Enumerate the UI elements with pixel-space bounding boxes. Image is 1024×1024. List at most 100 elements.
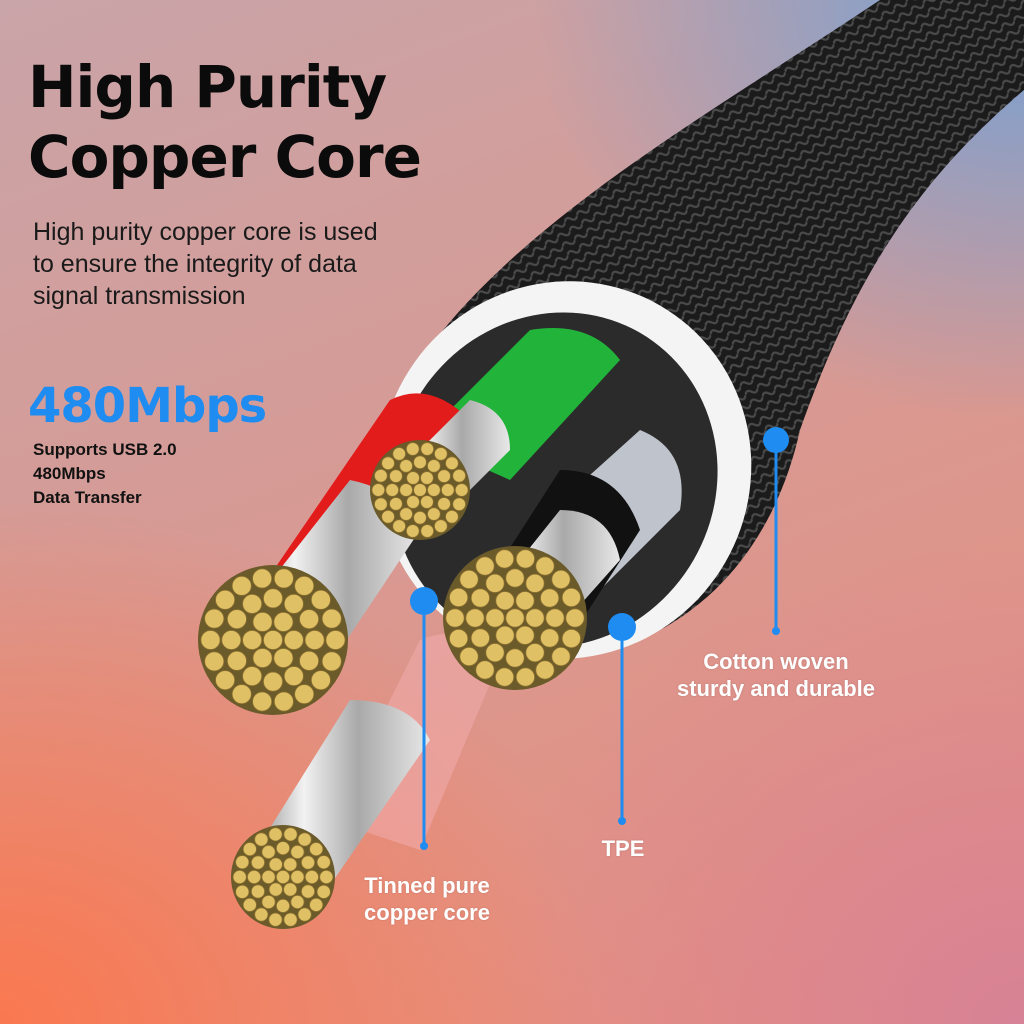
copper-strand	[405, 442, 420, 456]
speed-value: 480Mbps	[28, 378, 267, 434]
copper-strand	[263, 588, 283, 609]
copper-strand	[273, 568, 294, 589]
copper-strand	[325, 630, 346, 650]
copper-strand	[242, 842, 257, 857]
copper-strand	[283, 857, 298, 872]
callout-end	[618, 817, 626, 825]
copper-strand	[371, 483, 386, 497]
title-line: Copper Core	[28, 123, 422, 191]
copper-strand	[434, 447, 448, 461]
copper-strand	[235, 855, 250, 870]
copper-strand	[551, 569, 571, 590]
copper-strand	[268, 857, 283, 872]
copper-strand	[204, 651, 225, 672]
copper-strand	[505, 568, 525, 588]
copper-strand	[389, 497, 403, 511]
copper-strand	[452, 497, 466, 512]
copper-strand	[525, 608, 545, 628]
copper-strand	[319, 869, 334, 885]
copper-strand	[242, 593, 263, 614]
copper-strand	[399, 507, 413, 521]
callout-dot	[608, 613, 636, 641]
copper-strand	[299, 650, 320, 671]
copper-strand	[434, 519, 448, 533]
copper-strand	[515, 625, 535, 645]
callout-end	[772, 627, 780, 635]
copper-strand	[309, 842, 324, 857]
callout-text: sturdy and durable	[676, 676, 876, 701]
callout-text: Tinned pure	[364, 873, 490, 898]
copper-strand	[485, 573, 505, 593]
copper-strand	[283, 593, 304, 614]
copper-strand	[215, 589, 236, 610]
callout-end	[420, 842, 428, 850]
speed-line: 480Mbps	[33, 464, 106, 483]
copper-strand	[226, 650, 247, 671]
copper-strand	[399, 459, 413, 473]
copper-strand	[525, 573, 545, 593]
copper-strand	[392, 519, 406, 533]
copper-strand	[294, 684, 315, 705]
copper-strand	[268, 912, 283, 927]
copper-bundle	[231, 825, 335, 929]
copper-strand	[561, 587, 581, 608]
copper-strand	[374, 468, 388, 483]
copper-strand	[413, 483, 427, 497]
callout-dot	[763, 427, 789, 453]
speed-line: Data Transfer	[33, 488, 142, 507]
copper-strand	[283, 630, 304, 650]
copper-strand	[221, 630, 242, 650]
copper-strand	[283, 827, 298, 842]
copper-strand	[437, 497, 451, 511]
copper-strand	[545, 608, 565, 628]
copper-strand	[252, 691, 273, 712]
copper-strand	[250, 884, 266, 899]
copper-strand	[475, 660, 495, 680]
title-line: High Purity	[28, 53, 387, 121]
copper-strand	[427, 459, 441, 473]
copper-strand	[515, 549, 536, 569]
copper-strand	[254, 832, 269, 847]
copper-strand	[226, 609, 247, 630]
copper-strand	[399, 483, 413, 497]
copper-strand	[515, 667, 536, 687]
callout-tpe: TPE	[601, 836, 645, 861]
copper-strand	[445, 608, 465, 628]
copper-strand	[445, 509, 459, 524]
copper-strand	[420, 524, 435, 538]
copper-strand	[242, 666, 263, 687]
copper-strand	[273, 611, 294, 632]
copper-strand	[437, 469, 451, 483]
copper-strand	[465, 608, 485, 628]
copper-strand	[494, 549, 515, 569]
copper-strand	[427, 507, 441, 521]
copper-strand	[283, 666, 304, 687]
copper-strand	[525, 643, 545, 663]
copper-strand	[252, 648, 273, 669]
copper-strand	[535, 556, 555, 576]
copper-strand	[250, 855, 266, 870]
copper-strand	[565, 608, 585, 628]
copper-strand	[316, 884, 331, 899]
copper-strand	[275, 869, 291, 885]
copper-strand	[254, 907, 269, 922]
copper-strand	[459, 569, 479, 590]
copper-strand	[294, 575, 315, 596]
copper-strand	[452, 468, 466, 483]
copper-strand	[406, 471, 420, 485]
copper-strand	[268, 882, 283, 897]
copper-strand	[261, 869, 276, 885]
callout-pointers	[410, 427, 789, 850]
copper-strand	[309, 897, 324, 912]
copper-strand	[495, 591, 515, 611]
copper-bundle	[198, 565, 348, 715]
copper-strand	[275, 841, 291, 856]
copper-bundles	[198, 440, 587, 929]
copper-strand	[505, 648, 525, 668]
copper-strand	[389, 469, 403, 483]
desc-line: High purity copper core is used	[33, 218, 378, 246]
callout-text: copper core	[364, 900, 490, 925]
copper-strand	[540, 588, 560, 608]
